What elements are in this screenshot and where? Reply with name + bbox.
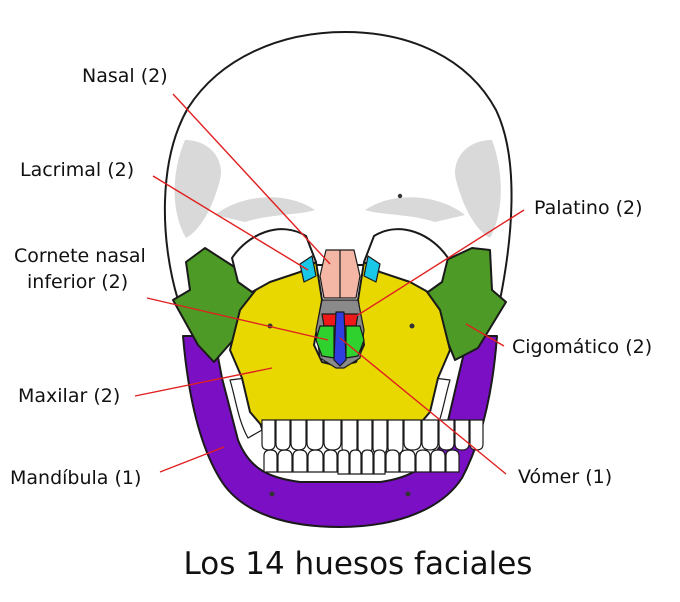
brow-shade-right <box>365 197 465 222</box>
leader-cigomatico <box>465 323 505 347</box>
label-nasal: Nasal (2) <box>82 65 168 87</box>
lower-tooth <box>399 449 416 473</box>
lower-tooth <box>361 449 374 475</box>
lower-tooth <box>445 449 460 473</box>
label-cornete-line1: Cornete nasal <box>14 245 146 267</box>
leader-palatino <box>349 209 525 321</box>
leader-vomer <box>339 337 507 475</box>
label-lacrimal: Lacrimal (2) <box>20 159 134 181</box>
lower-tooth <box>307 449 324 473</box>
upper-tooth <box>261 419 276 451</box>
upper-tooth <box>323 419 342 451</box>
label-cornete-line2: inferior (2) <box>27 271 128 293</box>
caption: Los 14 huesos faciales <box>184 546 533 582</box>
brow-shade-left <box>215 197 315 222</box>
leader-maxilar <box>134 367 273 397</box>
lower-tooth <box>415 449 431 473</box>
upper-tooth <box>421 419 439 451</box>
upper-tooth <box>357 419 373 455</box>
lower-tooth <box>277 449 293 473</box>
upper-tooth <box>290 419 307 451</box>
lower-tooth <box>323 449 338 473</box>
upper-tooth <box>341 419 358 455</box>
label-maxilar: Maxilar (2) <box>18 385 120 407</box>
lower-tooth <box>263 449 278 473</box>
lower-tooth <box>292 449 308 473</box>
upper-tooth <box>403 419 422 451</box>
leader-cornete <box>146 297 329 341</box>
leader-lines <box>134 93 525 475</box>
mandible-bone <box>182 335 498 528</box>
orbit-left <box>231 228 317 293</box>
upper-tooth <box>454 419 470 451</box>
lower-tooth <box>430 449 446 473</box>
lower-tooth <box>349 449 362 475</box>
upper-tooth <box>372 419 388 455</box>
cranium-right-shade <box>455 140 501 238</box>
cranium <box>163 31 513 301</box>
label-palatino: Palatino (2) <box>534 197 643 219</box>
lacrimal-left <box>299 255 317 283</box>
label-mandibula: Mandíbula (1) <box>10 467 141 489</box>
lower-tooth <box>385 449 400 473</box>
cranium-left-shade <box>174 140 221 238</box>
label-vomer: Vómer (1) <box>518 466 612 488</box>
lower-tooth <box>337 449 350 475</box>
leader-nasal <box>172 93 331 265</box>
label-cigomatico: Cigomático (2) <box>512 336 652 358</box>
labels: Nasal (2) Lacrimal (2) Cornete nasal inf… <box>10 65 652 489</box>
upper-tooth <box>387 419 404 455</box>
lower-tooth <box>373 449 386 475</box>
leader-lacrimal <box>152 175 309 271</box>
vomer-bone <box>333 311 347 367</box>
upper-tooth <box>306 419 324 451</box>
upper-tooth <box>275 419 291 451</box>
leader-mandibula <box>159 446 225 473</box>
lacrimal-right <box>363 255 381 283</box>
